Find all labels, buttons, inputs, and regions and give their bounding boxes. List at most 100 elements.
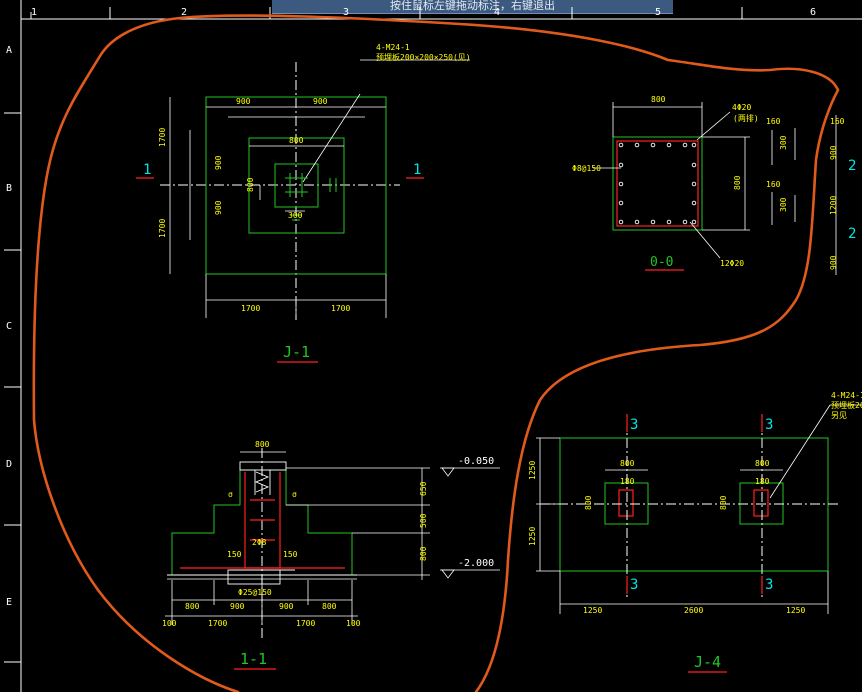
section00-bars xyxy=(618,142,697,225)
s11-bottom-dim1-d: 800 xyxy=(322,602,337,611)
drawing-frame xyxy=(4,0,862,692)
j1-dim-bottom-right: 1700 xyxy=(331,304,350,313)
j4-dimension-lines xyxy=(536,404,862,614)
section11-foundation: 800 650 500 800 σ σ 150 150 2Φ8 Φ25@150 … xyxy=(162,440,500,670)
s11-elev-top: -0.050 xyxy=(458,456,494,467)
s11-top-dim: 800 xyxy=(255,440,270,449)
s11-inner-label-right: 150 xyxy=(283,550,298,559)
s11-mark-left: σ xyxy=(228,490,233,499)
j4-left-dim-1: 1250 xyxy=(528,461,537,480)
section00-edge-dim-1: 160 xyxy=(830,117,845,126)
j1-dim-left-lower: 1700 xyxy=(158,219,167,238)
j1-dim-bottom-left: 1700 xyxy=(241,304,260,313)
j4-bottom-dim-3: 1250 xyxy=(786,606,805,615)
s11-bottom-dim1-c: 900 xyxy=(279,602,294,611)
section00-column: 800 800 4Φ20 (两排) Φ8@150 12Φ20 160 300 1… xyxy=(572,95,856,275)
j4-leader-line3: 另见 xyxy=(831,411,847,420)
section00-edge-dim-4: 900 xyxy=(829,255,838,270)
j1-dim-top-right: 900 xyxy=(313,97,328,106)
j4-side-dim-1: 800 xyxy=(584,495,593,510)
section00-edge-dim-3: 1200 xyxy=(829,196,838,215)
frame-grid-labels: 1 2 3 4 5 6 A B C D E xyxy=(6,7,816,608)
grid-row-b: B xyxy=(6,183,12,194)
j4-centerlines xyxy=(540,420,840,600)
grid-col-6: 6 xyxy=(810,7,816,18)
j1-section-mark-left: 1 xyxy=(143,162,151,178)
j4-bottom-dim-1: 1250 xyxy=(583,606,602,615)
j1-dim-inner-top: 800 xyxy=(289,136,304,145)
j1-leader-line2: 预埋板200×200×250(见) xyxy=(376,52,471,62)
j1-section-mark-right: 1 xyxy=(413,162,421,178)
s11-bottom-dim2-b: 1700 xyxy=(208,619,227,628)
j4-leader-line2: 预埋板200×2 xyxy=(831,400,862,410)
j4-pier-rebar xyxy=(618,489,769,517)
j4-small-dim-1: 180 xyxy=(620,477,635,486)
j4-pier-dim-1: 800 xyxy=(620,459,635,468)
s11-right-dim-2: 500 xyxy=(419,513,428,528)
s11-right-dim-1: 650 xyxy=(419,481,428,496)
s11-bottom-dim2-d: 100 xyxy=(346,619,361,628)
j1-leader-line1: 4-M24-1 xyxy=(376,43,410,52)
j1-dim-pier-left: 800 xyxy=(246,177,255,192)
s11-bottom-dim1-b: 900 xyxy=(230,602,245,611)
j4-text: 800 800 800 800 180 180 1250 1250 1250 2… xyxy=(528,391,862,615)
grid-row-a: A xyxy=(6,45,12,56)
section00-side-dim-4: 300 xyxy=(779,197,788,212)
grid-col-4: 4 xyxy=(494,7,500,18)
s11-bottom-dim1-a: 800 xyxy=(185,602,200,611)
j4-left-dim-2: 1250 xyxy=(528,527,537,546)
j1-centerlines xyxy=(160,62,400,320)
s11-mark-right: σ xyxy=(292,490,297,499)
j1-title: J-1 xyxy=(283,343,310,361)
grid-col-2: 2 xyxy=(181,7,187,18)
s11-bottom-dim2-c: 1700 xyxy=(296,619,315,628)
j4-side-dim-2: 800 xyxy=(719,495,728,510)
j1-section-marks: 1 1 xyxy=(143,162,421,178)
section00-right-dim: 800 xyxy=(733,175,742,190)
markup-outline xyxy=(32,14,840,692)
window-title-bar[interactable]: 按住鼠标左键拖动标注，右键退出 xyxy=(272,0,673,14)
j1-dim-inner-left-upper: 900 xyxy=(214,155,223,170)
j4-leader-line1: 4-M24-1 xyxy=(831,391,862,400)
j1-anchor-bolts xyxy=(285,173,337,221)
grid-row-c: C xyxy=(6,321,12,332)
j1-outlines xyxy=(205,96,387,275)
j1-dim-col-bottom: 300 xyxy=(288,211,303,220)
grid-row-e: E xyxy=(6,597,12,608)
j4-title: J-4 xyxy=(694,653,721,671)
s11-elev-bottom: -2.000 xyxy=(458,558,494,569)
grid-col-1: 1 xyxy=(31,7,37,18)
section00-dimension-lines xyxy=(593,102,837,275)
section00-mark-1: 2 xyxy=(848,158,856,174)
j1-foundation-plan: 900 900 800 1700 1700 900 900 800 300 17… xyxy=(136,43,471,363)
section00-top-dim: 800 xyxy=(651,95,666,104)
s11-title: 1-1 xyxy=(240,650,267,668)
j1-dim-left-upper: 1700 xyxy=(158,128,167,147)
j1-dimension-text: 900 900 800 1700 1700 900 900 800 300 17… xyxy=(158,43,471,313)
section00-side-dim-1: 160 xyxy=(766,117,781,126)
s11-bottom-dim2-a: 100 xyxy=(162,619,177,628)
s11-rebar-label: Φ25@150 xyxy=(238,588,272,597)
j4-pier-dim-2: 800 xyxy=(755,459,770,468)
grid-col-3: 3 xyxy=(343,7,349,18)
j4-section-marks: 3 3 3 3 xyxy=(630,417,773,593)
s11-elevation-symbols xyxy=(441,467,455,579)
s11-elevations: -0.050 -2.000 xyxy=(458,456,494,569)
s11-rebar xyxy=(180,472,345,569)
s11-right-dim-3: 800 xyxy=(419,546,428,561)
section00-label-bars: 12Φ20 xyxy=(720,259,744,268)
j4-section-mark-2: 3 xyxy=(765,417,773,433)
j4-small-dim-2: 180 xyxy=(755,477,770,486)
section00-text: 800 800 4Φ20 (两排) Φ8@150 12Φ20 160 300 1… xyxy=(572,95,845,270)
j4-section-mark-3: 3 xyxy=(630,577,638,593)
j4-section-cut-lines xyxy=(626,414,763,594)
section00-outline xyxy=(612,136,703,231)
section00-label-corner2: (两排) xyxy=(733,113,759,123)
section00-marks: 2 2 xyxy=(848,158,856,242)
j4-section-mark-1: 3 xyxy=(630,417,638,433)
section00-title: 0-0 xyxy=(650,255,673,270)
j4-foundation-plan: 800 800 800 800 180 180 1250 1250 1250 2… xyxy=(528,391,862,673)
section00-label-corner: 4Φ20 xyxy=(732,103,751,112)
s11-column-detail xyxy=(227,461,295,585)
